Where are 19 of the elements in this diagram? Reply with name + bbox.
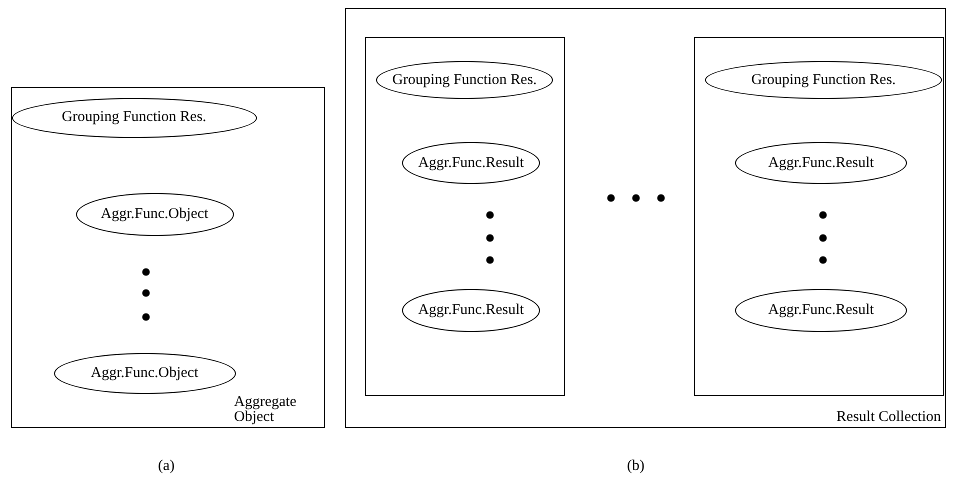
node-label: Aggr.Func.Result: [418, 302, 524, 319]
container-box: [364, 36, 564, 396]
panel-label: (b): [627, 458, 644, 475]
node-label: Aggr.Func.Object: [90, 364, 198, 382]
ellipse-node: [12, 98, 256, 138]
ellipse-node: [705, 61, 942, 99]
container-box: [11, 87, 325, 428]
node-label: Grouping Function Res.: [751, 72, 896, 88]
node-label: Grouping Function Res.: [62, 109, 206, 126]
node-label: Aggr.Func.Object: [100, 206, 208, 222]
container-box: [694, 36, 944, 396]
node-label: Aggr.Func.Result: [768, 154, 874, 172]
node-label: Aggr.Func.Result: [418, 154, 524, 172]
container-box: [345, 8, 946, 428]
node-label: Aggr.Func.Result: [768, 302, 874, 319]
node-label: Grouping Function Res.: [392, 72, 537, 88]
box-heading: Result Collection: [836, 410, 941, 425]
box-heading: Aggregate Object: [234, 395, 298, 425]
panel-label: (a): [158, 458, 175, 475]
